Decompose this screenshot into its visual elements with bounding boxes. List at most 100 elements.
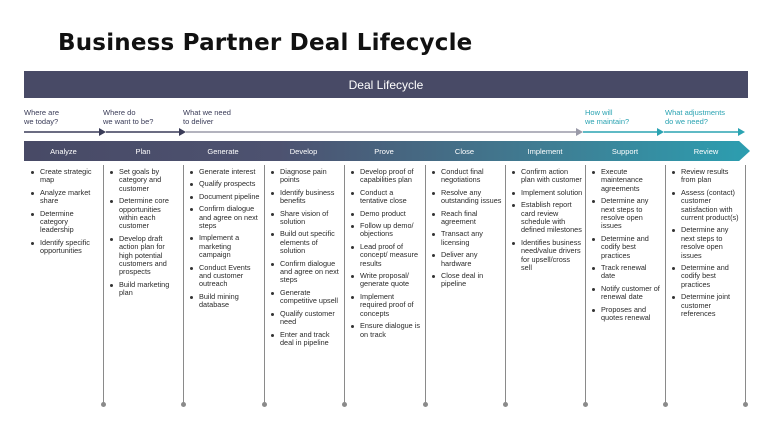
divider-end-dot [181,402,186,407]
list-item: Conduct a tentative close [351,188,422,206]
list-item: Resolve any outstanding issues [432,188,502,206]
list-item: Establish report card review schedule wi… [512,201,583,235]
column-divider [585,165,586,405]
list-item: Set goals by category and customer [110,167,180,193]
question-adjustments: What adjustments do we need? [665,108,726,126]
column-divider [505,165,506,405]
list-item: Determine joint customer references [672,293,742,318]
list-item: Implement solution [512,188,583,197]
list-item: Identify business benefits [271,188,342,206]
list-item: Determine and codify best practices [672,263,742,289]
list-item: Build marketing plan [110,280,180,298]
arrow-want-head [179,128,186,136]
list-item: Share vision of solution [271,209,342,227]
phase-review: Review [693,146,719,156]
list-item: Develop draft action plan for high poten… [110,234,180,277]
arrow-adjust-head [738,128,745,136]
list-item: Build out specific elements of solution [271,230,342,255]
list-item: Notify customer of renewal date [592,284,662,302]
list-item: Close deal in pipeline [432,271,502,289]
list-item: Analyze market share [31,188,99,206]
column-divider [264,165,265,405]
question-maintain: How will we maintain? [585,108,630,126]
column-support: Execute maintenance agreements Determine… [592,167,662,327]
list-item: Lead proof of concept/ measure results [351,242,422,268]
list-item: Determine category leadership [31,209,99,235]
divider-end-dot [342,402,347,407]
phase-bar: Analyze Plan Generate Develop Prove Clos… [24,141,750,161]
list-item: Conduct Events and customer outreach [190,263,260,289]
list-item: Build mining database [190,292,260,310]
divider-end-dot [583,402,588,407]
prove-list: Develop proof of capabilities plan Condu… [351,167,422,339]
question-want-to-be: Where do we want to be? [103,108,154,126]
column-review: Review results from plan Assess (contact… [672,167,742,323]
column-analyze: Create strategic map Analyze market shar… [31,167,99,260]
column-generate: Generate interest Qualify prospects Docu… [190,167,260,314]
list-item: Demo product [351,209,422,218]
support-list: Execute maintenance agreements Determine… [592,167,662,323]
list-item: Review results from plan [672,167,742,185]
divider-end-dot [663,402,668,407]
list-item: Develop proof of capabilities plan [351,167,422,185]
list-item: Reach final agreement [432,209,502,227]
column-develop: Diagnose pain points Identify business b… [271,167,342,351]
review-list: Review results from plan Assess (contact… [672,167,742,319]
list-item: Execute maintenance agreements [592,167,662,193]
divider-end-dot [101,402,106,407]
list-item: Determine any next steps to resolve open… [592,197,662,231]
list-item: Transact any licensing [432,230,502,247]
list-item: Enter and track deal in pipeline [271,330,342,348]
column-divider [344,165,345,405]
list-item: Qualify prospects [190,179,260,188]
arrow-maintain-head [657,128,664,136]
phase-close: Close [454,146,475,156]
phase-bar-background [24,141,750,161]
phase-develop: Develop [289,146,318,156]
list-item: Confirm action plan with customer [512,167,583,185]
deal-lifecycle-banner: Deal Lifecycle [24,71,748,98]
phase-generate: Generate [207,146,239,156]
list-item: Determine any next steps to resolve open… [672,226,742,260]
generate-list: Generate interest Qualify prospects Docu… [190,167,260,310]
analyze-list: Create strategic map Analyze market shar… [31,167,99,256]
arrow-deliver-head [576,128,583,136]
list-item: Determine core opportunities within each… [110,197,180,231]
divider-end-dot [743,402,748,407]
list-item: Conduct final negotiations [432,167,502,185]
divider-end-dot [423,402,428,407]
develop-list: Diagnose pain points Identify business b… [271,167,342,348]
implement-list: Confirm action plan with customer Implem… [512,167,583,273]
list-item: Write proposal/ generate quote [351,271,422,289]
list-item: Follow up demo/ objections [351,221,422,239]
list-item: Proposes and quotes renewal [592,305,662,323]
list-item: Ensure dialogue is on track [351,321,422,339]
list-item: Assess (contact) customer satisfaction w… [672,188,742,223]
close-list: Conduct final negotiations Resolve any o… [432,167,502,289]
column-implement: Confirm action plan with customer Implem… [512,167,583,276]
question-today: Where are we today? [24,108,60,126]
column-prove: Develop proof of capabilities plan Condu… [351,167,422,343]
phase-support: Support [611,146,639,156]
divider-end-dot [262,402,267,407]
list-item: Implement a marketing campaign [190,234,260,259]
list-item: Diagnose pain points [271,167,342,185]
list-item: Generate interest [190,167,260,176]
list-item: Identifies business need/value drivers f… [512,238,583,273]
column-close: Conduct final negotiations Resolve any o… [432,167,502,293]
list-item: Confirm dialogue and agree on next steps [271,259,342,285]
divider-end-dot [503,402,508,407]
column-plan: Set goals by category and customer Deter… [110,167,180,302]
column-divider [103,165,104,405]
arrow-today-head [99,128,106,136]
column-divider [745,165,746,405]
list-item: Determine and codify best practices [592,234,662,260]
column-divider [665,165,666,405]
question-deliver: What we need to deliver [183,108,231,126]
list-item: Track renewal date [592,263,662,281]
phase-prove: Prove [374,146,394,156]
page-title: Business Partner Deal Lifecycle [58,30,473,56]
phase-analyze: Analyze [50,146,77,156]
column-divider [425,165,426,405]
list-item: Create strategic map [31,167,99,185]
